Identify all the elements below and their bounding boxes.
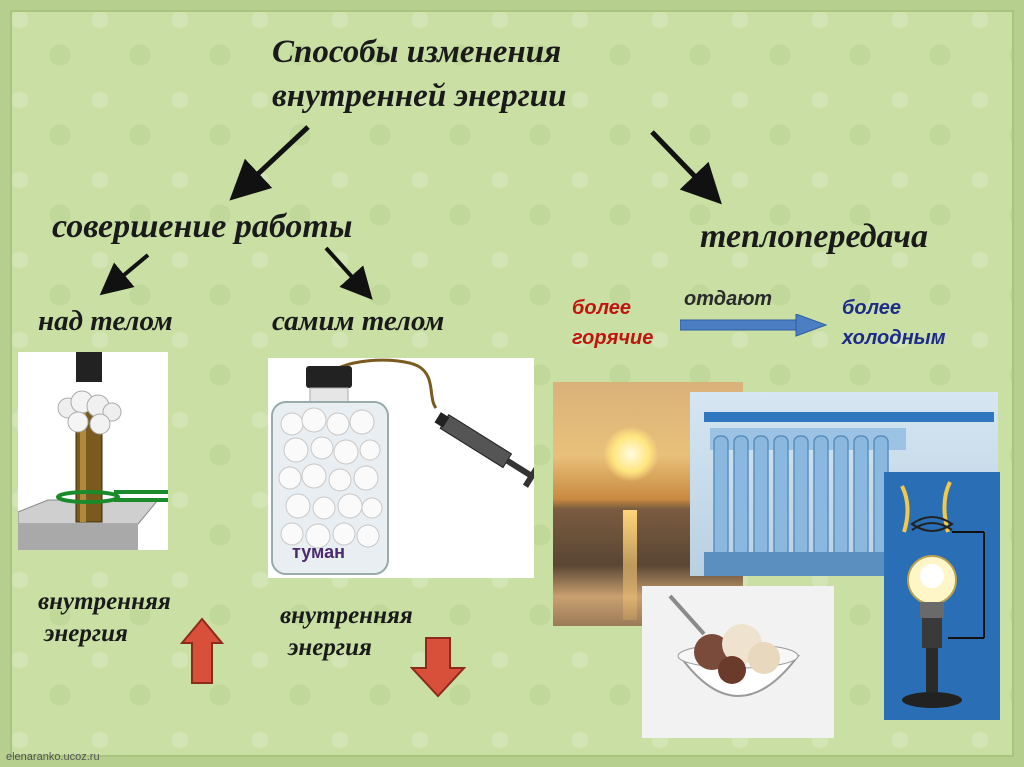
give-label: отдают [684, 284, 772, 314]
light-bulb-drawing [884, 472, 1000, 720]
ice-cream-picture [642, 586, 834, 738]
light-bulb-picture [884, 472, 1000, 720]
footer-source: elenaranko.ucoz.ru [6, 751, 100, 763]
sun-icon [603, 426, 659, 482]
energy-on-line-2: энергия [38, 618, 171, 650]
sun-reflection [623, 510, 637, 620]
jar-with-pump-picture: туман [268, 358, 534, 578]
work-heading: совершение работы [52, 208, 352, 246]
energy-by-line-1: внутренняя [280, 600, 413, 632]
arrow-to-by-body [326, 248, 362, 288]
ice-cream-drawing [642, 586, 834, 738]
by-body-label: самим телом [272, 305, 444, 338]
arrow-to-heat [652, 132, 708, 190]
fire-piston-drawing [18, 352, 168, 550]
on-body-label: над телом [38, 305, 173, 338]
energy-on-line-1: внутренняя [38, 586, 171, 618]
jar-label: туман [292, 542, 345, 563]
heat-flow-arrow [680, 314, 830, 338]
energy-up-arrow [180, 617, 224, 685]
fire-piston-picture [18, 352, 168, 550]
arrow-to-work [244, 127, 308, 187]
colder-label: более холодным [842, 293, 946, 353]
energy-down-arrow [410, 636, 466, 698]
energy-by-line-2: энергия [280, 632, 413, 664]
hotter-line-2: горячие [572, 323, 653, 353]
energy-caption-by-body: внутренняя энергия [280, 600, 413, 664]
energy-caption-on-body: внутренняя энергия [38, 586, 171, 650]
hotter-line-1: более [572, 293, 653, 323]
arrow-to-on-body [112, 255, 148, 285]
colder-line-2: холодным [842, 323, 946, 353]
colder-line-1: более [842, 293, 946, 323]
hotter-label: более горячие [572, 293, 653, 353]
heat-heading: теплопередача [700, 218, 928, 256]
